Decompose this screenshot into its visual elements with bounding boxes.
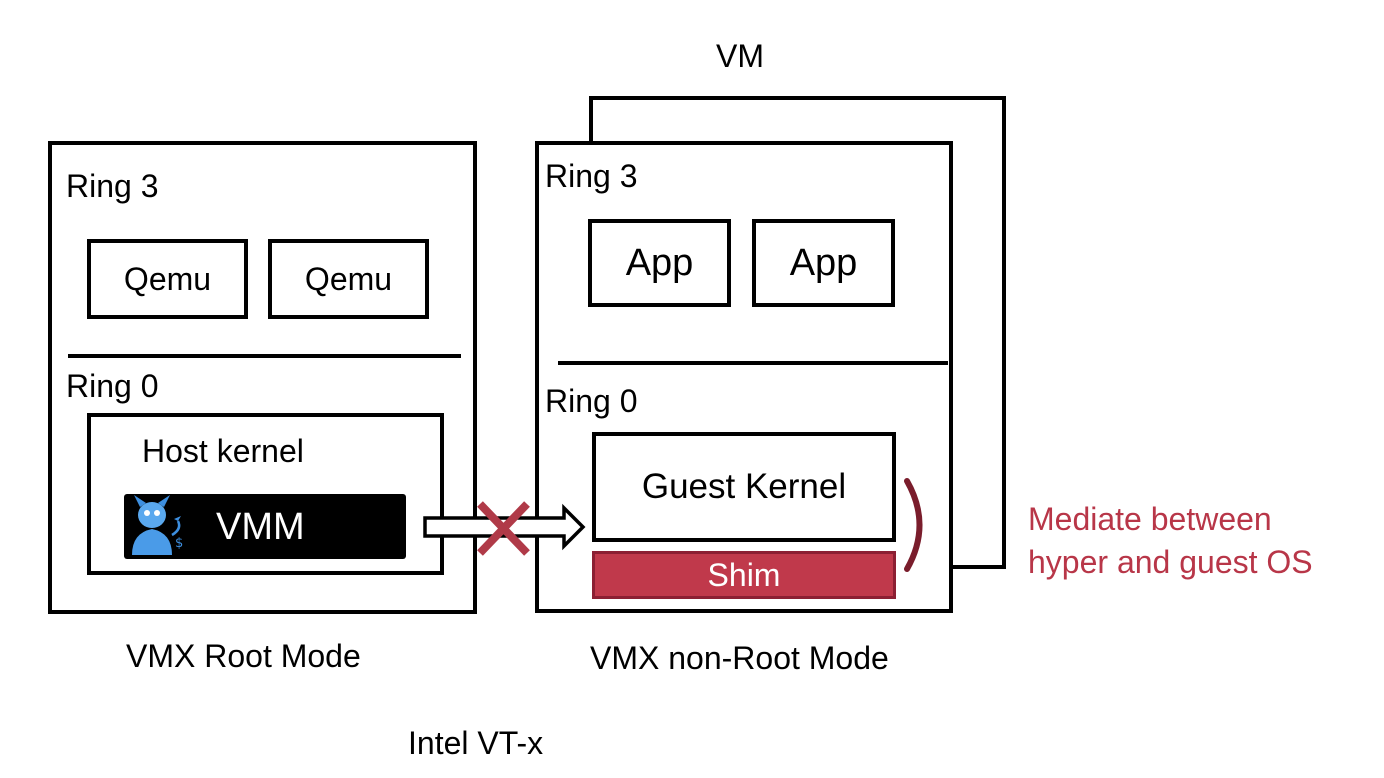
guest-ring-divider [558, 361, 948, 365]
qemu-label-1: Qemu [123, 260, 212, 297]
root-ring-divider [68, 354, 461, 358]
root-mode-label: VMX Root Mode [126, 638, 361, 674]
cross-icon [477, 501, 530, 556]
guest-ring3-label: Ring 3 [545, 158, 638, 194]
host-kernel-label: Host kernel [142, 433, 304, 469]
devil-icon: $ [132, 495, 183, 555]
shim-box: Shim [592, 551, 896, 599]
app-box-1: App [588, 219, 731, 307]
guest-kernel-label: Guest Kernel [641, 467, 847, 506]
app-label-2: App [789, 241, 858, 284]
qemu-label-2: Qemu [304, 260, 393, 297]
guest-mode-label: VMX non-Root Mode [590, 640, 889, 676]
app-label-1: App [625, 241, 694, 284]
footer-label: Intel VT-x [408, 725, 544, 761]
mediation-brace [904, 478, 923, 572]
vmm-block: $ VMM [124, 494, 406, 559]
svg-text:$: $ [175, 536, 183, 551]
qemu-box-2: Qemu [268, 239, 429, 319]
vm-title: VM [716, 38, 764, 74]
guest-kernel-box: Guest Kernel [592, 432, 896, 542]
vmm-label: VMM [216, 506, 305, 548]
shim-label: Shim [707, 556, 781, 593]
root-ring3-label: Ring 3 [66, 168, 159, 204]
annotation-line-1: Mediate between [1028, 501, 1272, 537]
qemu-box-1: Qemu [87, 239, 248, 319]
annotation-line-2: hyper and guest OS [1028, 544, 1313, 580]
root-ring0-label: Ring 0 [66, 368, 159, 404]
guest-ring0-label: Ring 0 [545, 383, 638, 419]
app-box-2: App [752, 219, 895, 307]
